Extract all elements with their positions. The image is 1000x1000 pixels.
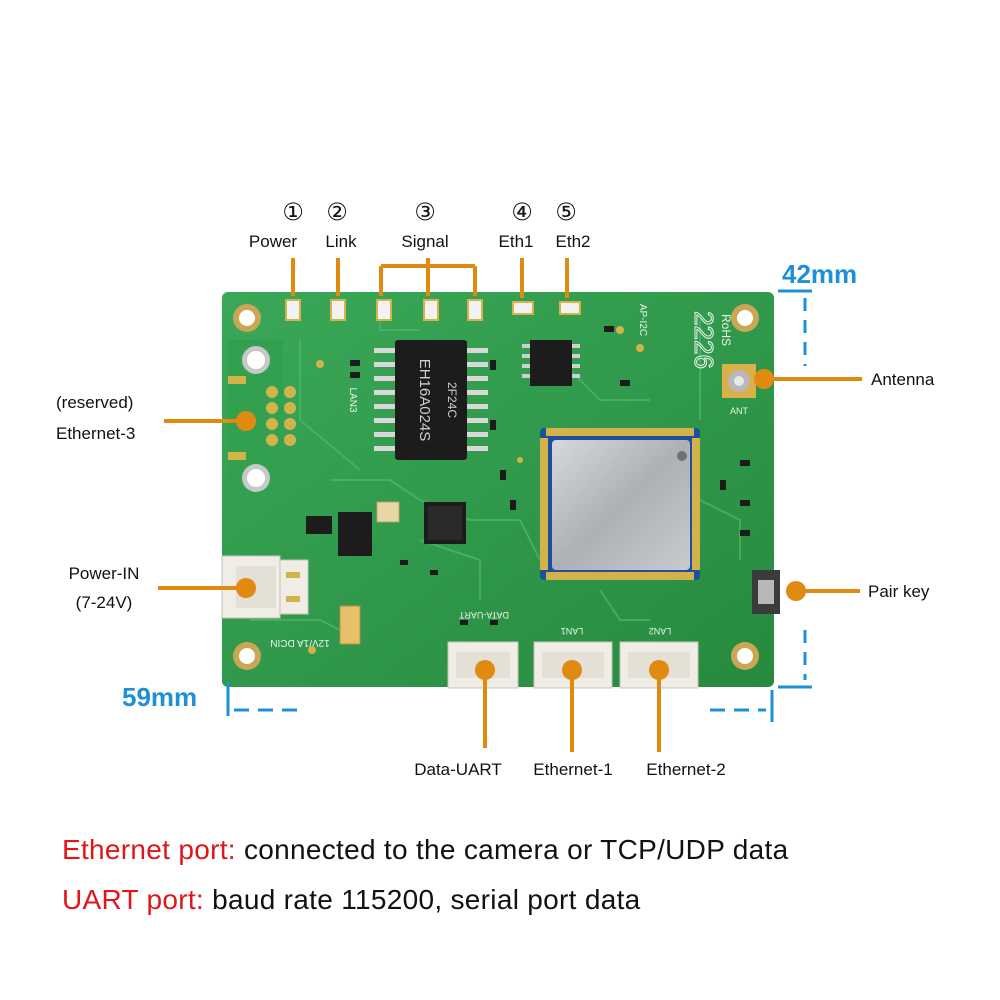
data-uart-silk: DATA-UART: [459, 610, 510, 620]
lan1-silk: LAN1: [561, 626, 584, 636]
eth2-number: ⑤: [555, 198, 577, 226]
ethernet3-label: Ethernet-3: [56, 424, 136, 443]
pcb-board: [222, 292, 774, 687]
height-dimension-label: 42mm: [782, 259, 858, 289]
width-dimension-label: 59mm: [122, 682, 198, 712]
solder-pads: [308, 326, 644, 654]
lan2-silk: LAN2: [649, 626, 672, 636]
callout-lines: [158, 258, 862, 752]
power-in-label: Power-IN: [68, 564, 140, 583]
smd-components: [350, 326, 750, 625]
power-label: Power: [248, 232, 298, 251]
pcb-traces: [250, 300, 741, 641]
data-uart-label: Data-UART: [414, 760, 502, 779]
small-ic: [522, 340, 580, 386]
mounting-holes: [233, 304, 759, 670]
eth1-label: Eth1: [498, 232, 534, 251]
uart-port-note: UART port: baud rate 115200, serial port…: [62, 884, 641, 916]
year-silk: 2226: [689, 311, 719, 369]
capacitor: [339, 605, 361, 645]
power-number: ①: [282, 198, 304, 226]
led-indicators: [285, 299, 581, 321]
pair-key-label: Pair key: [868, 582, 930, 601]
regulator: [306, 512, 372, 556]
ethernet-port-note: Ethernet port: connected to the camera o…: [62, 834, 788, 866]
antenna-label: Antenna: [871, 370, 935, 389]
lan3-silk: LAN3: [347, 387, 358, 412]
uart-port-note-text: baud rate 115200, serial port data: [204, 884, 641, 915]
ethernet3-reserved-label: (reserved): [56, 393, 134, 412]
transformer-chip: EH16A024S 2F24C: [374, 340, 488, 460]
module-silk: AP-I2C: [637, 304, 648, 336]
qfn-chip: [424, 502, 466, 544]
crystal: [376, 501, 400, 523]
link-number: ②: [326, 198, 348, 226]
eth1-number: ④: [511, 198, 533, 226]
signal-number: ③: [414, 198, 436, 226]
ethernet2-label: Ethernet-2: [646, 760, 726, 779]
ethernet-port-note-text: connected to the camera or TCP/UDP data: [235, 834, 789, 865]
signal-callout-bracket: [379, 258, 477, 296]
uart-port-note-key: UART port:: [62, 884, 205, 915]
antenna-connector: [722, 364, 756, 398]
signal-label: Signal: [401, 232, 449, 251]
rohs-silk: RoHS: [719, 314, 733, 346]
ethernet-port-note-key: Ethernet port:: [62, 834, 236, 865]
chip-sub-marking: 2F24C: [445, 382, 459, 418]
link-label: Link: [325, 232, 357, 251]
wifi-module: [540, 428, 700, 580]
chip-marking: EH16A024S: [416, 359, 433, 442]
ant-silk: ANT: [730, 406, 749, 416]
callout-dots: [236, 369, 806, 680]
power-silk: 12V/1A DCIN: [270, 637, 329, 648]
dimension-lines: [226, 289, 812, 722]
power-in-range-label: (7-24V): [75, 593, 133, 612]
ethernet1-label: Ethernet-1: [533, 760, 613, 779]
pair-key-switch: [752, 570, 780, 614]
eth2-label: Eth2: [555, 232, 591, 251]
